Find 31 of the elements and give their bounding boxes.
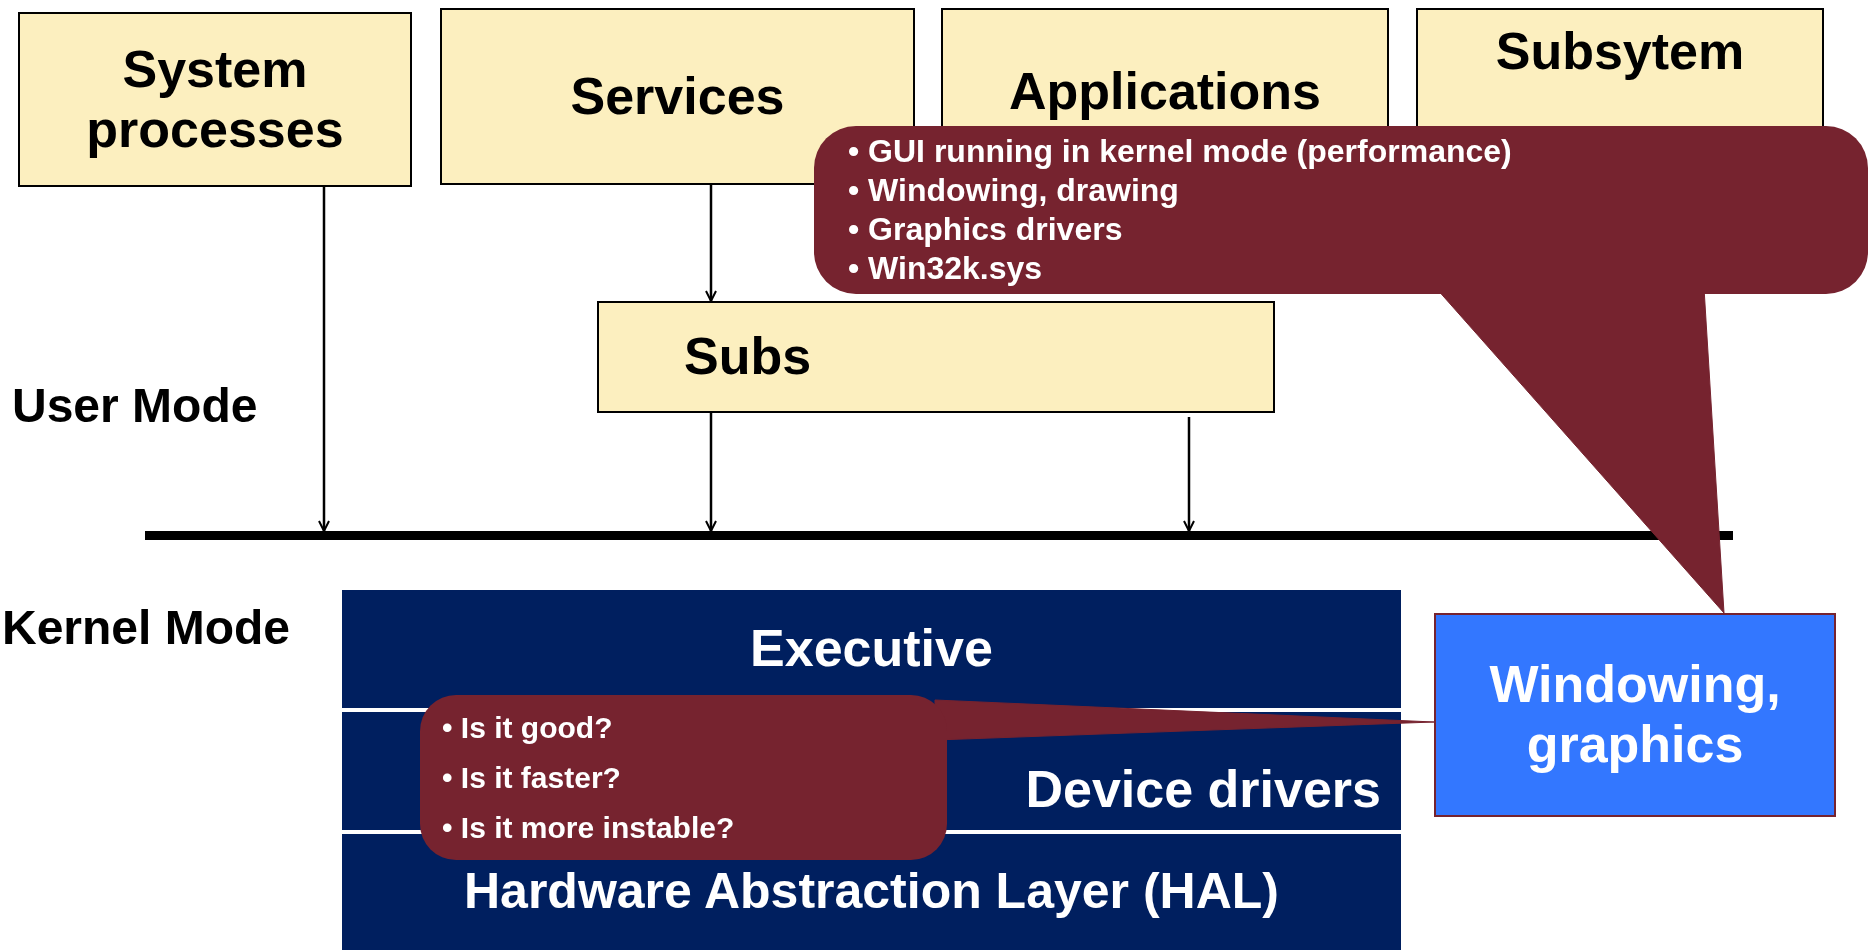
layer-label: Hardware Abstraction Layer (HAL): [464, 863, 1279, 921]
callout-text: • Is it good?: [442, 709, 614, 746]
arrow: [705, 185, 717, 302]
arrow: [318, 187, 330, 532]
layer-label: Device drivers: [1025, 760, 1381, 820]
callout-text: • Win32k.sys: [848, 249, 1044, 288]
box-label: Subsytem: [1495, 22, 1745, 82]
callout-text: • GUI running in kernel mode (performance): [848, 132, 1512, 171]
mode-label: Kernel Mode: [2, 600, 291, 655]
layer-label: Executive: [750, 619, 993, 679]
windowing-box: [1434, 613, 1836, 817]
callout-text: • Is it more instable?: [442, 809, 735, 846]
callout-text: • Is it faster?: [442, 759, 622, 796]
callout-text: • Graphics drivers: [848, 210, 1124, 249]
callout-tooltip: [814, 126, 1868, 294]
process-box: [941, 8, 1389, 128]
process-box: [18, 12, 412, 187]
callout-text: • Windowing, drawing: [848, 171, 1180, 210]
box-label: Services: [570, 66, 785, 127]
mode-label: User Mode: [12, 378, 258, 433]
callout-tooltip: [420, 695, 947, 860]
arrow: [705, 413, 717, 532]
process-box: [1416, 8, 1824, 128]
layer-label: Windowing, graphics: [1488, 655, 1782, 775]
arrow: [1183, 417, 1195, 532]
callout-pointer: [934, 699, 1435, 741]
box-label: Applications: [1009, 62, 1321, 122]
box-label: System processes: [85, 39, 345, 160]
kernel-layer-band: [342, 590, 1401, 708]
box-label: Subs: [684, 327, 812, 387]
process-box: [597, 301, 1275, 413]
